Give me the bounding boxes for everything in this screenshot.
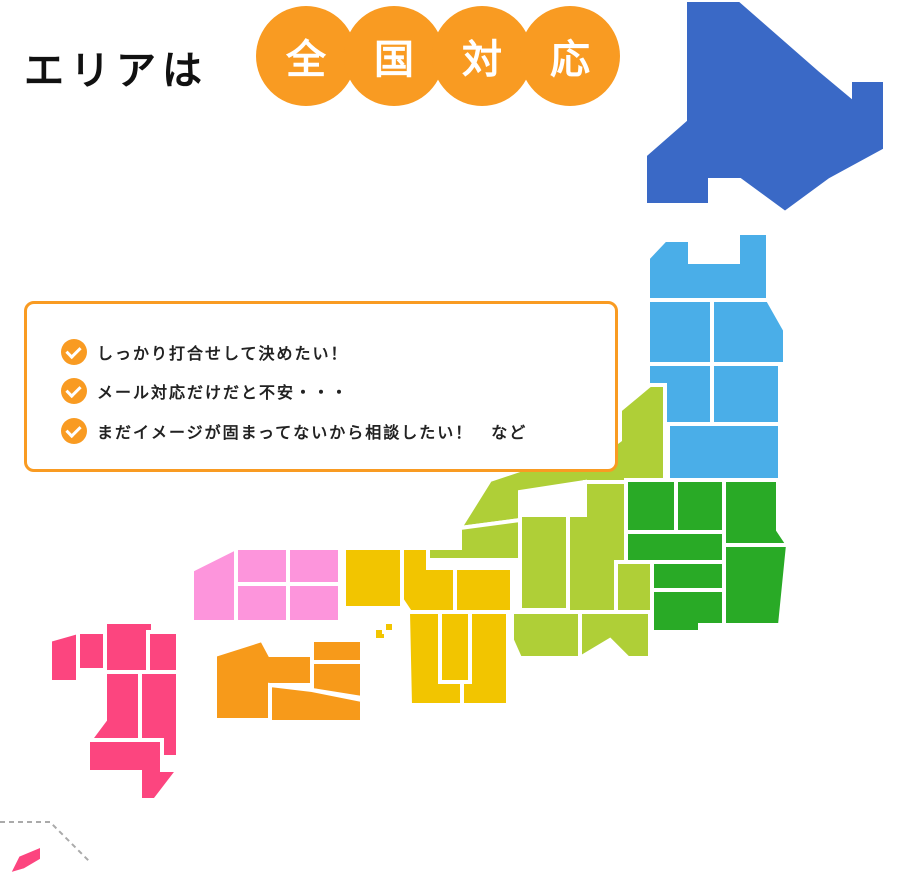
region-tohoku[interactable] bbox=[646, 231, 787, 482]
region-chugoku[interactable] bbox=[190, 544, 342, 624]
concern-item: しっかり打合せして決めたい！ bbox=[61, 339, 349, 365]
concern-item: まだイメージが固まってないから相談したい！ など bbox=[61, 418, 527, 444]
region-kyushu[interactable] bbox=[4, 620, 183, 879]
concern-text: メール対応だけだと不安・・・ bbox=[97, 383, 350, 402]
concern-text: しっかり打合せして決めたい！ bbox=[97, 344, 349, 363]
check-icon bbox=[61, 378, 87, 404]
region-chubu[interactable] bbox=[426, 383, 667, 662]
region-shikoku[interactable] bbox=[213, 637, 364, 724]
region-kinki[interactable] bbox=[342, 546, 514, 707]
badge-char: 国 bbox=[344, 6, 444, 106]
region-kanto[interactable] bbox=[624, 478, 792, 634]
concern-item: メール対応だけだと不安・・・ bbox=[61, 378, 349, 404]
nationwide-badge: 全 国 対 応 bbox=[256, 6, 626, 106]
badge-char: 全 bbox=[256, 6, 356, 106]
concern-text: まだイメージが固まってないから相談したい！ など bbox=[97, 423, 528, 442]
check-icon bbox=[61, 339, 87, 365]
badge-char: 対 bbox=[432, 6, 532, 106]
okinawa-divider bbox=[0, 821, 91, 863]
concerns-box: しっかり打合せして決めたい！ メール対応だけだと不安・・・ まだイメージが固まっ… bbox=[24, 301, 618, 472]
region-hokkaido[interactable] bbox=[643, 0, 887, 216]
area-title: エリアは bbox=[24, 48, 208, 94]
badge-char: 応 bbox=[520, 6, 620, 106]
check-icon bbox=[61, 418, 87, 444]
